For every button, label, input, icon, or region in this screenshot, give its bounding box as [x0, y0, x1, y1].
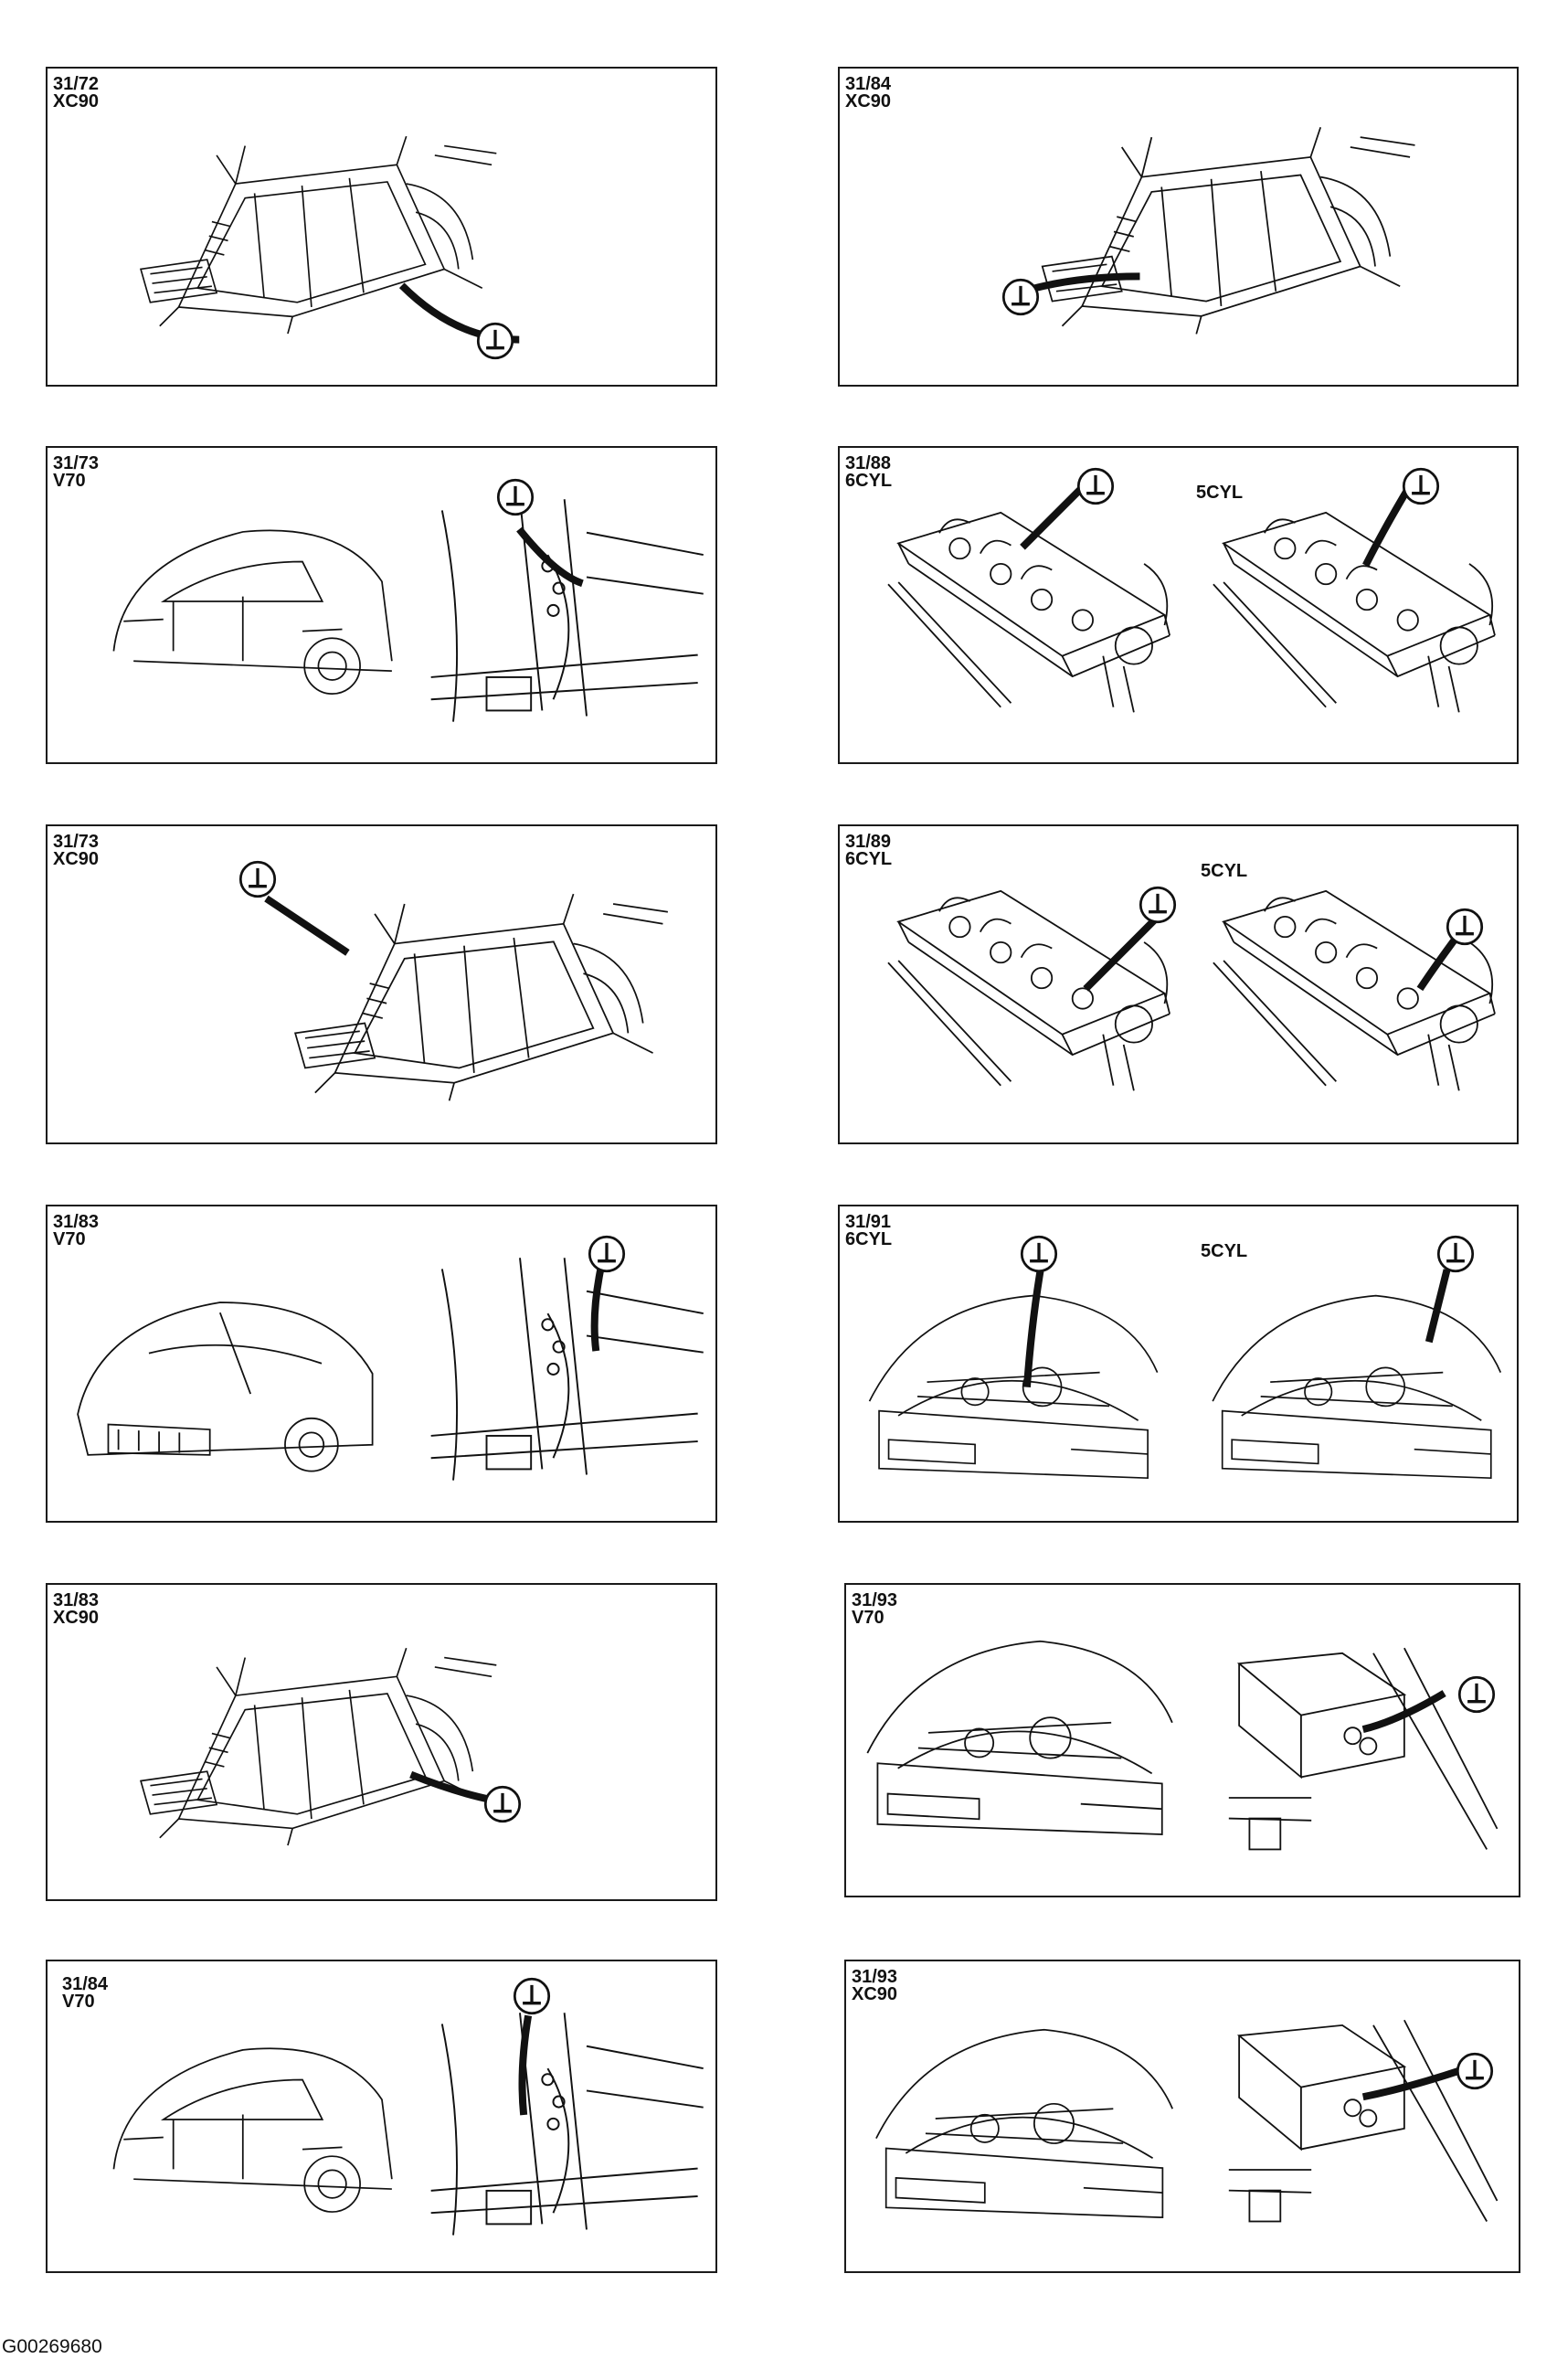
v70-car-and-rear-pillar-illustration [112, 498, 704, 723]
rear-floor-frame-illustration [48, 893, 669, 1102]
front-floor-frame-illustration [840, 126, 1416, 335]
panel-model: XC90 [53, 849, 100, 869]
panel-label: 31/91 6CYL [845, 1212, 893, 1249]
panel-model: XC90 [53, 91, 100, 112]
ground-point-icon-6cyl [1138, 885, 1178, 925]
diagram-panel-31-84-v70: 31/84 V70 [46, 1960, 717, 2273]
figure-code: G00269680 [2, 2336, 102, 2357]
engine-6cyl-5cyl-illustration [886, 889, 1497, 1092]
ground-point-icon [512, 1976, 552, 2016]
ground-point-icon [238, 859, 278, 899]
panel-model: 6CYL [845, 1229, 893, 1249]
diagram-panel-31-83-xc90: 31/83 XC90 [46, 1583, 717, 1901]
engine-bay-6cyl-5cyl-illustration [868, 1206, 1502, 1480]
panel-model: 6CYL [845, 471, 893, 491]
diagram-panel-31-84-xc90: 31/84 XC90 [838, 67, 1519, 387]
ground-point-icon [1455, 2051, 1495, 2091]
panel-label: 31/72 XC90 [53, 74, 100, 112]
panel-label: 31/83 V70 [53, 1212, 100, 1249]
panel-id: 31/89 [845, 832, 892, 852]
xc90-engine-bay-and-fusebox-illustration [874, 2019, 1499, 2223]
panel-id: 31/93 [852, 1967, 898, 1987]
panel-id: 31/73 [53, 453, 100, 473]
sub-label-5cyl: 5CYL [1196, 483, 1244, 503]
panel-id: 31/72 [53, 74, 100, 94]
ground-point-icon [475, 321, 515, 361]
diagram-panel-31-72-xc90: 31/72 XC90 [46, 67, 717, 387]
ground-point-icon [1456, 1674, 1497, 1715]
panel-id: 31/84 [62, 1974, 109, 1994]
diagram-panel-31-88: 31/88 6CYL 5CYL [838, 446, 1519, 764]
panel-model: V70 [852, 1608, 884, 1628]
panel-id: 31/84 [845, 74, 892, 94]
panel-label: 31/84 V70 [62, 1974, 109, 2012]
v70-front-and-pillar-illustration [77, 1257, 704, 1482]
panel-label: 31/73 V70 [53, 453, 100, 491]
diagram-panel-31-89: 31/89 6CYL 5CYL [838, 824, 1519, 1144]
diagram-panel-31-73-xc90: 31/73 XC90 [46, 824, 717, 1144]
panel-id: 31/88 [845, 453, 892, 473]
ground-point-icon-5cyl [1445, 907, 1485, 947]
v70-car-and-pillar-illustration [112, 2012, 704, 2237]
ground-point-icon [495, 477, 535, 517]
ground-point-icon [1001, 277, 1041, 317]
ground-point-icon-5cyl [1401, 466, 1441, 506]
panel-label: 31/88 6CYL [845, 453, 893, 491]
panel-id: 31/93 [852, 1590, 898, 1610]
diagram-panel-31-83-v70: 31/83 V70 [46, 1205, 717, 1523]
ground-point-icon-5cyl [1435, 1234, 1476, 1274]
ground-point-icon [482, 1784, 523, 1824]
rear-floor-frame-illustration [139, 135, 715, 385]
panel-model: V70 [53, 1229, 86, 1249]
panel-model: XC90 [53, 1608, 100, 1628]
panel-label: 31/73 XC90 [53, 832, 100, 869]
sub-label-5cyl: 5CYL [1201, 861, 1248, 881]
diagram-panel-31-91: 31/91 6CYL 5CYL [838, 1205, 1519, 1523]
panel-label: 31/83 XC90 [53, 1590, 100, 1628]
ground-point-icon [587, 1234, 627, 1274]
diagram-panel-31-73-v70: 31/73 V70 [46, 446, 717, 764]
panel-id: 31/83 [53, 1590, 100, 1610]
sub-label-5cyl: 5CYL [1201, 1241, 1248, 1261]
panel-label: 31/84 XC90 [845, 74, 892, 112]
panel-model: 6CYL [845, 849, 893, 869]
ground-point-icon-6cyl [1019, 1234, 1059, 1274]
ground-point-icon-6cyl [1075, 466, 1116, 506]
v70-engine-bay-and-fusebox-illustration [866, 1640, 1499, 1851]
panel-model: XC90 [845, 91, 892, 112]
diagram-panel-31-93-xc90: 31/93 XC90 [844, 1960, 1520, 2273]
panel-label: 31/93 V70 [852, 1590, 898, 1628]
panel-model: V70 [53, 471, 86, 491]
panel-model: XC90 [852, 1984, 898, 2004]
panel-id: 31/91 [845, 1212, 892, 1232]
panel-label: 31/93 XC90 [852, 1967, 898, 2004]
panel-id: 31/83 [53, 1212, 100, 1232]
panel-id: 31/73 [53, 832, 100, 852]
panel-model: V70 [62, 1992, 95, 2012]
panel-label: 31/89 6CYL [845, 832, 893, 869]
diagram-panel-31-93-v70: 31/93 V70 [844, 1583, 1520, 1897]
front-floor-frame-illustration [139, 1647, 498, 1847]
